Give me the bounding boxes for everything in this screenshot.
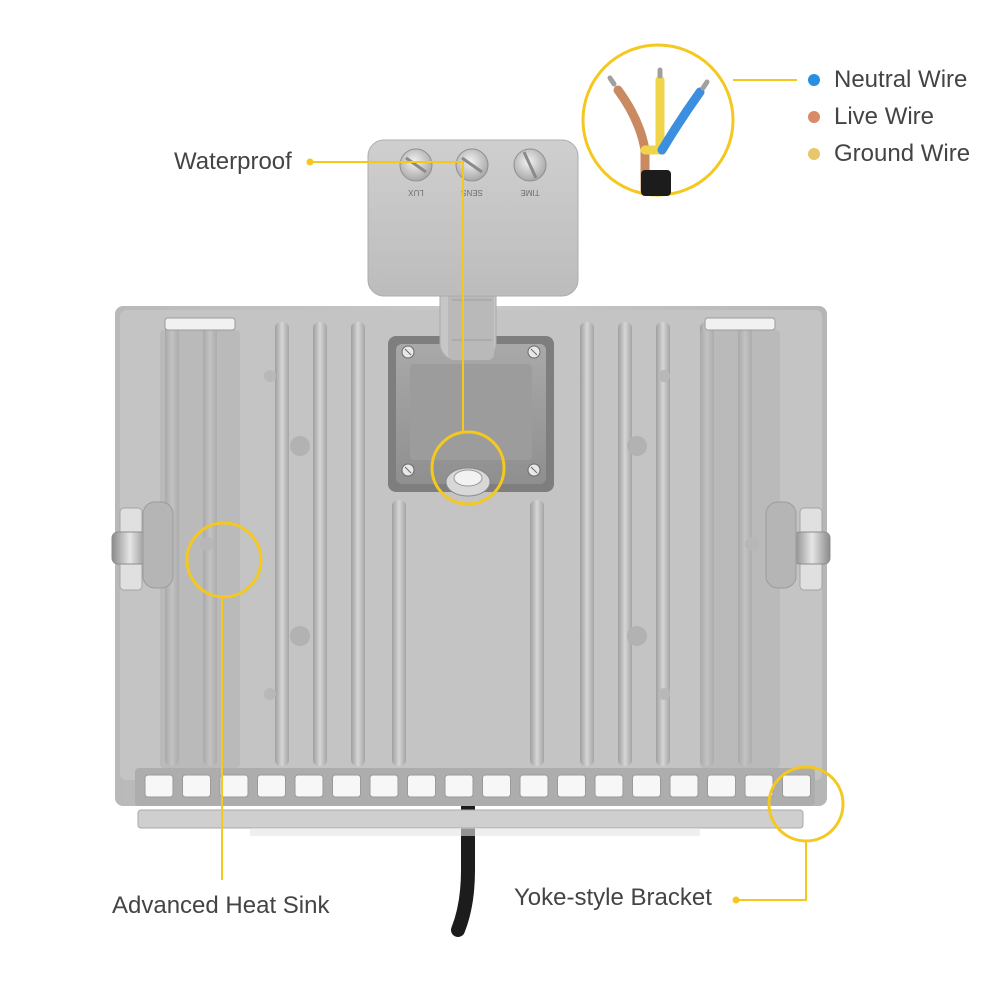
- vent-slot: [594, 774, 624, 798]
- vent-slot: [182, 774, 211, 798]
- vent-slot: [144, 774, 174, 798]
- heat-sink-fin: [580, 322, 594, 766]
- legend-label-live: Live Wire: [834, 103, 935, 130]
- bracket-label: Yoke-style Bracket: [514, 884, 712, 911]
- vent-slot: [557, 774, 586, 798]
- left-hinge: [111, 501, 174, 591]
- heat-sink-fin: [275, 322, 289, 766]
- vent-slot: [632, 774, 661, 798]
- vent-slot: [332, 774, 361, 798]
- legend-item-live: Live Wire: [808, 103, 934, 131]
- legend-item-ground: Ground Wire: [808, 140, 970, 168]
- heat-sink-body: [115, 306, 827, 836]
- heat-sink-fin: [530, 500, 544, 766]
- vent-slot: [669, 774, 699, 798]
- waterproof-label: Waterproof: [174, 148, 292, 175]
- heat-sink-fin: [618, 322, 632, 766]
- vent-slot: [219, 774, 249, 798]
- callout-lines: [185, 79, 845, 901]
- callout-dots: [306, 158, 740, 904]
- vent-slot: [744, 774, 774, 798]
- sensor-knob-lux: [399, 148, 433, 182]
- vent-slot: [369, 774, 399, 798]
- wire-detail-circle: [581, 43, 735, 197]
- knob-label-lux: LUX: [408, 188, 424, 197]
- vent-slot: [482, 774, 511, 798]
- sensor-knob-time: [513, 148, 547, 182]
- vent-slot: [782, 774, 811, 798]
- legend-label-neutral: Neutral Wire: [834, 66, 968, 93]
- heat-sink-fin: [351, 322, 365, 766]
- vent-slot: [519, 774, 549, 798]
- legend-item-neutral: Neutral Wire: [808, 66, 967, 94]
- right-hinge: [765, 501, 831, 591]
- vent-slot: [257, 774, 286, 798]
- knob-label-sens: SENS: [461, 188, 483, 197]
- heat-sink-fin: [392, 500, 406, 766]
- vent-slot: [294, 774, 324, 798]
- knob-label-time: TIME: [520, 188, 539, 197]
- legend-label-ground: Ground Wire: [834, 140, 971, 167]
- vent-slot: [407, 774, 436, 798]
- ground-wire-dot-icon: [808, 148, 820, 160]
- vent-slot: [707, 774, 736, 798]
- heat-sink-fin: [656, 322, 670, 766]
- sensor-head: LUX SENS TIME: [367, 139, 579, 297]
- heat-sink-fin: [313, 322, 327, 766]
- vent-slot: [444, 774, 474, 798]
- live-wire-dot-icon: [808, 111, 820, 123]
- junction-box: [388, 336, 554, 497]
- power-cable: [451, 493, 475, 937]
- sensor-knob-sens: [455, 148, 489, 182]
- neutral-wire-dot-icon: [808, 74, 820, 86]
- heat-sink-label: Advanced Heat Sink: [112, 892, 330, 919]
